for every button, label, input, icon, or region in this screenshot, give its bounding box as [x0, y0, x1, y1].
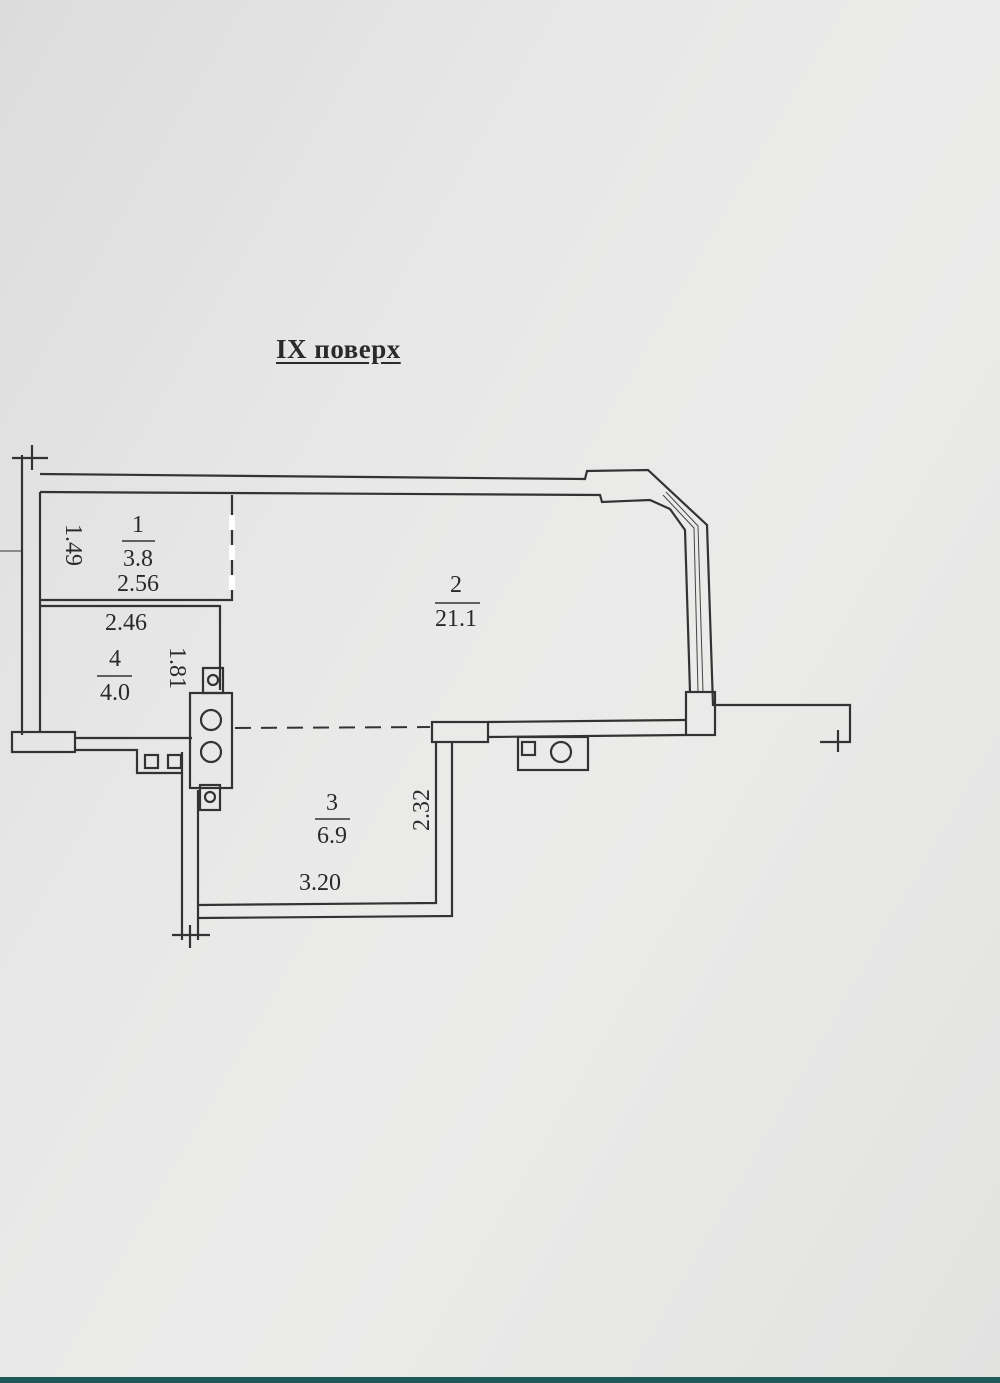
room-3-number: 3 — [326, 790, 338, 816]
bottom-edge-strip — [0, 1377, 1000, 1383]
room-2-area: 21.1 — [435, 606, 477, 632]
room-4-area: 4.0 — [100, 680, 130, 706]
floor-title: IX поверх — [276, 334, 401, 364]
dim-room1-height: 1.49 — [60, 524, 86, 566]
room-1-number: 1 — [132, 512, 144, 538]
room-1-area: 3.8 — [123, 546, 153, 572]
room-2-number: 2 — [450, 572, 462, 598]
room-labels: 1 3.8 2 21.1 3 6.9 4 4.0 — [97, 512, 480, 849]
dim-room1-width: 2.56 — [117, 571, 159, 597]
dim-room4-width: 2.46 — [105, 610, 147, 636]
dim-room3-width: 3.20 — [299, 870, 341, 896]
room-4-number: 4 — [109, 646, 121, 672]
room-3-area: 6.9 — [317, 823, 347, 849]
dimension-labels: 1.49 2.56 2.46 1.81 2.32 3.20 — [60, 524, 435, 896]
dim-room3-height: 2.32 — [409, 789, 435, 831]
walls — [0, 445, 852, 948]
dim-room4-height: 1.81 — [164, 647, 190, 689]
